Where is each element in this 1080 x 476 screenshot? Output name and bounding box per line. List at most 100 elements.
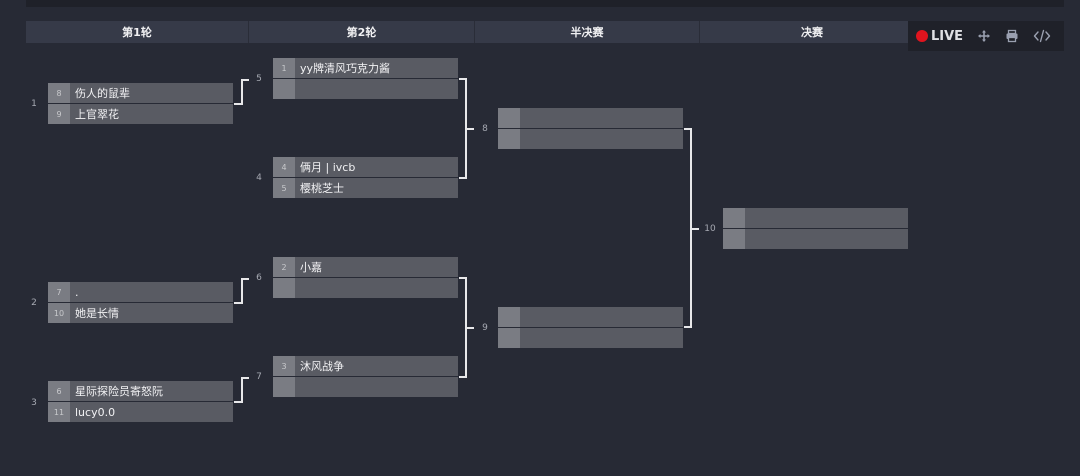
connector-line [241,79,249,81]
bracket-toolbar: LIVE [908,21,1064,51]
connector-line [459,376,467,378]
seed-number [273,79,295,99]
seed-number [498,129,520,149]
seed-number [273,278,295,298]
seed-number: 2 [273,257,295,277]
match-6[interactable]: 2 小嘉 [273,257,458,299]
seed-number [723,229,745,249]
round-header-semifinal: 半决赛 [475,21,700,43]
player-name: lucy0.0 [75,405,116,419]
player-slot: 6 星际探险员寄怒阮 [48,381,233,401]
player-slot [723,208,908,228]
match-number: 3 [31,398,37,408]
match-10[interactable] [723,208,908,250]
seed-number: 3 [273,356,295,376]
connector-line [241,377,249,379]
seed-number [498,328,520,348]
match-4[interactable]: 4 俩月 | ivcb 5 樱桃芝士 [273,157,458,199]
player-name: 沐风战争 [300,360,344,373]
player-name: 樱桃芝士 [300,182,344,195]
player-name: 星际探险员寄怒阮 [75,385,163,398]
connector-line [241,377,243,403]
connector-line [459,78,467,80]
player-slot [498,129,683,149]
match-1[interactable]: 8 伤人的鼠辈 9 上官翠花 [48,83,233,125]
connector-line [241,79,243,105]
top-strip [26,0,1064,7]
match-number: 8 [482,124,488,134]
match-number: 1 [31,99,37,109]
player-slot [498,328,683,348]
player-slot: 9 上官翠花 [48,104,233,124]
seed-number: 9 [48,104,70,124]
seed-number: 8 [48,83,70,103]
player-name: 她是长情 [75,307,119,320]
match-5[interactable]: 1 yy牌清风巧克力酱 [273,58,458,100]
round-header-2: 第2轮 [249,21,475,43]
match-3[interactable]: 6 星际探险员寄怒阮 11 lucy0.0 [48,381,233,423]
match-9[interactable] [498,307,683,349]
player-slot [273,278,458,298]
connector-line [684,128,692,130]
connector-line [241,278,249,280]
player-slot: 11 lucy0.0 [48,402,233,422]
match-number: 10 [704,224,716,234]
connector-line [465,128,474,130]
connector-line [234,103,242,105]
player-slot: 2 小嘉 [273,257,458,277]
seed-number: 4 [273,157,295,177]
player-name: . [75,285,79,299]
player-slot [498,307,683,327]
player-name: yy牌清风巧克力酱 [300,62,391,75]
match-8[interactable] [498,108,683,150]
player-name: 小嘉 [300,261,322,274]
seed-number: 7 [48,282,70,302]
connector-line [459,277,467,279]
seed-number: 10 [48,303,70,323]
round-header-1: 第1轮 [26,21,249,43]
connector-line [459,177,467,179]
player-slot [723,229,908,249]
embed-code-icon[interactable] [1033,29,1051,43]
seed-number [498,108,520,128]
player-slot: 7. [48,282,233,302]
seed-number: 5 [273,178,295,198]
player-slot: 5 樱桃芝士 [273,178,458,198]
seed-number: 1 [273,58,295,78]
live-dot-icon [916,30,928,42]
seed-number: 11 [48,402,70,422]
live-button[interactable]: LIVE [916,29,963,44]
player-slot: 1 yy牌清风巧克力酱 [273,58,458,78]
print-icon[interactable] [1005,29,1019,43]
player-slot: 3 沐风战争 [273,356,458,376]
player-name: 俩月 | ivcb [300,161,356,174]
player-slot [273,377,458,397]
live-label: LIVE [931,28,964,44]
seed-number [498,307,520,327]
match-7[interactable]: 3 沐风战争 [273,356,458,398]
move-icon[interactable] [977,29,991,43]
player-slot [273,79,458,99]
player-slot: 10 她是长情 [48,303,233,323]
player-slot: 8 伤人的鼠辈 [48,83,233,103]
match-number: 4 [256,173,262,183]
match-number: 7 [256,372,262,382]
connector-line [684,326,692,328]
seed-number [723,208,745,228]
match-number: 9 [482,323,488,333]
match-number: 6 [256,273,262,283]
seed-number [273,377,295,397]
seed-number: 6 [48,381,70,401]
round-header-final: 决赛 [700,21,924,43]
player-slot: 4 俩月 | ivcb [273,157,458,177]
match-number: 2 [31,298,37,308]
connector-line [690,228,699,230]
match-2[interactable]: 7. 10 她是长情 [48,282,233,324]
player-name: 伤人的鼠辈 [75,87,130,100]
connector-line [241,278,243,304]
connector-line [234,401,242,403]
player-slot [498,108,683,128]
match-number: 5 [256,74,262,84]
player-name: 上官翠花 [75,108,119,121]
connector-line [465,327,474,329]
